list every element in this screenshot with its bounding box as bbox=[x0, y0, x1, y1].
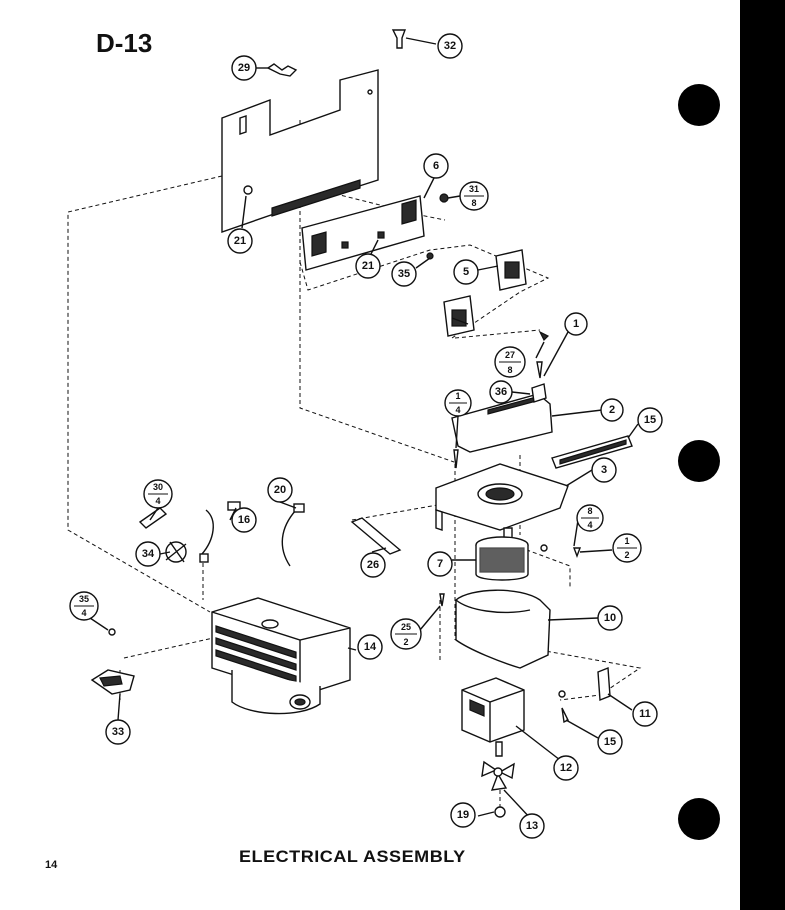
svg-text:12: 12 bbox=[560, 762, 572, 774]
svg-text:27: 27 bbox=[505, 350, 515, 360]
switch-mounting-bracket bbox=[301, 195, 425, 271]
page-number: 14 bbox=[45, 859, 58, 871]
small-hardware bbox=[108, 29, 582, 818]
callout-1-over-4: 1 4 bbox=[444, 389, 472, 417]
callout-30-over-4: 30 4 bbox=[143, 479, 173, 509]
callout-25-over-2: 25 2 bbox=[390, 618, 422, 650]
svg-text:19: 19 bbox=[457, 809, 469, 821]
svg-text:10: 10 bbox=[604, 612, 616, 624]
svg-text:1: 1 bbox=[455, 391, 460, 401]
svg-text:5: 5 bbox=[463, 266, 469, 278]
svg-text:15: 15 bbox=[644, 414, 656, 426]
callout-32: 32 bbox=[437, 33, 463, 59]
svg-text:26: 26 bbox=[367, 559, 379, 571]
callout-15-lower: 15 bbox=[597, 729, 623, 755]
svg-text:3: 3 bbox=[601, 464, 607, 476]
svg-text:29: 29 bbox=[238, 62, 250, 74]
svg-text:20: 20 bbox=[274, 484, 286, 496]
svg-text:35: 35 bbox=[79, 594, 89, 604]
callout-29: 29 bbox=[231, 55, 257, 81]
svg-text:14: 14 bbox=[364, 641, 377, 653]
svg-text:11: 11 bbox=[639, 708, 651, 720]
svg-text:4: 4 bbox=[455, 405, 460, 415]
svg-text:8: 8 bbox=[471, 198, 476, 208]
svg-text:21: 21 bbox=[362, 260, 374, 272]
svg-text:2: 2 bbox=[624, 550, 629, 560]
fan-motor bbox=[461, 677, 525, 791]
callout-3: 3 bbox=[591, 457, 617, 483]
fan-duct bbox=[455, 589, 551, 669]
svg-text:21: 21 bbox=[234, 235, 246, 247]
blower-fan-wheel bbox=[475, 536, 529, 581]
svg-text:1: 1 bbox=[624, 536, 629, 546]
page-edge-bar bbox=[740, 0, 785, 910]
svg-text:2: 2 bbox=[403, 637, 408, 647]
callout-10: 10 bbox=[597, 605, 623, 631]
svg-text:15: 15 bbox=[604, 736, 616, 748]
svg-text:31: 31 bbox=[469, 184, 479, 194]
svg-text:33: 33 bbox=[112, 726, 124, 738]
callout-16: 16 bbox=[231, 507, 257, 533]
svg-text:1: 1 bbox=[573, 318, 579, 330]
svg-text:30: 30 bbox=[153, 482, 163, 492]
callout-13: 13 bbox=[519, 813, 545, 839]
interlock-switches bbox=[443, 249, 527, 337]
svg-text:2: 2 bbox=[609, 404, 615, 416]
binder-hole-middle bbox=[678, 440, 720, 482]
callout-27-over-8: 27 8 bbox=[494, 346, 526, 378]
svg-text:4: 4 bbox=[155, 496, 160, 506]
svg-text:34: 34 bbox=[142, 548, 155, 560]
callout-35: 35 bbox=[391, 261, 417, 287]
svg-text:35: 35 bbox=[398, 268, 410, 280]
svg-text:16: 16 bbox=[238, 514, 250, 526]
air-duct-parts bbox=[451, 383, 633, 469]
page-title: ELECTRICAL ASSEMBLY bbox=[239, 847, 466, 866]
spacer-bar bbox=[350, 517, 402, 555]
callout-1-over-2: 1 2 bbox=[612, 533, 642, 563]
callout-7: 7 bbox=[427, 551, 453, 577]
callout-34: 34 bbox=[135, 541, 161, 567]
callout-33: 33 bbox=[105, 719, 131, 745]
control-panel-plate bbox=[221, 69, 379, 233]
callout-36: 36 bbox=[489, 380, 513, 404]
callout-leaders bbox=[89, 37, 639, 821]
callout-19: 19 bbox=[450, 802, 476, 828]
magnetron bbox=[211, 597, 351, 715]
svg-text:8: 8 bbox=[587, 506, 592, 516]
callout-20: 20 bbox=[267, 477, 293, 503]
callout-1: 1 bbox=[564, 312, 588, 336]
page-code: D-13 bbox=[96, 28, 153, 58]
part-callouts: 32 29 6 31 8 21 21 bbox=[69, 33, 663, 839]
duct-bracket bbox=[597, 666, 611, 702]
binder-hole-bottom bbox=[678, 798, 720, 840]
svg-text:25: 25 bbox=[401, 622, 411, 632]
svg-text:8: 8 bbox=[507, 365, 512, 375]
callout-14: 14 bbox=[357, 634, 383, 660]
callout-26: 26 bbox=[360, 552, 386, 578]
svg-text:4: 4 bbox=[81, 608, 86, 618]
callout-21-left: 21 bbox=[227, 228, 253, 254]
svg-text:32: 32 bbox=[444, 40, 456, 52]
callout-6: 6 bbox=[423, 153, 449, 179]
wiring-components bbox=[138, 501, 305, 567]
callout-21-right: 21 bbox=[355, 253, 381, 279]
callout-15-upper: 15 bbox=[637, 407, 663, 433]
svg-text:36: 36 bbox=[495, 386, 507, 398]
callout-11: 11 bbox=[632, 701, 658, 727]
callout-2: 2 bbox=[600, 398, 624, 422]
svg-text:6: 6 bbox=[433, 160, 439, 172]
thermal-protector bbox=[90, 669, 135, 695]
callout-31-over-8: 31 8 bbox=[459, 181, 489, 211]
callout-35-over-4: 35 4 bbox=[69, 591, 99, 621]
callout-8-over-4: 8 4 bbox=[576, 504, 604, 532]
callout-5: 5 bbox=[453, 259, 479, 285]
svg-text:4: 4 bbox=[587, 520, 592, 530]
svg-text:7: 7 bbox=[437, 558, 443, 570]
svg-text:13: 13 bbox=[526, 820, 538, 832]
fan-motor-bracket bbox=[435, 463, 569, 543]
binder-hole-top bbox=[678, 84, 720, 126]
callout-12: 12 bbox=[553, 755, 579, 781]
